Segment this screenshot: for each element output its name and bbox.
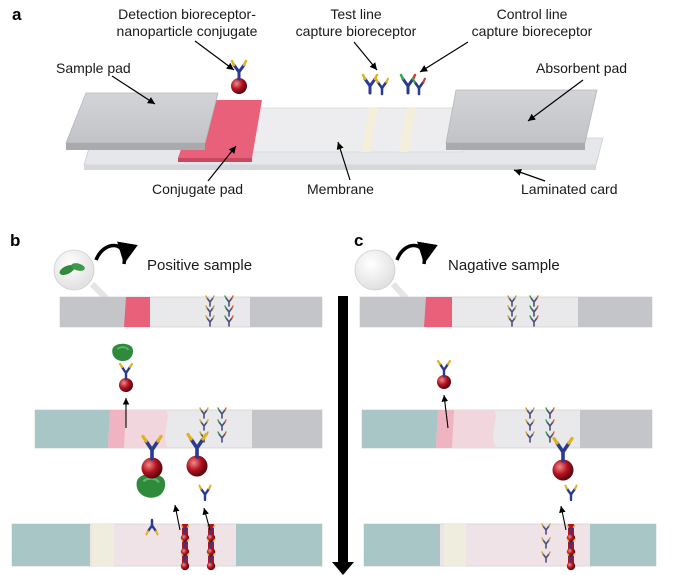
strip-b-step3 <box>11 432 323 571</box>
panel-a: a Detection bioreceptor- <box>12 5 627 197</box>
panel-letter-a: a <box>12 5 22 24</box>
negative-sample-caption: Nagative sample <box>448 257 560 274</box>
test-line-antibody-icon <box>361 73 390 96</box>
control-line-negative <box>566 524 576 571</box>
detection-label-line2: nanoparticle conjugate <box>117 23 258 39</box>
absorbent-pad-label: Absorbent pad <box>536 60 627 76</box>
strip-c-step3 <box>363 436 657 571</box>
control-line-label-line1: Control line <box>497 6 568 22</box>
laminated-card-label: Laminated card <box>521 181 618 197</box>
negative-sample-bubble <box>354 249 409 301</box>
panel-letter-b: b <box>10 231 20 250</box>
panel-letter-c: c <box>354 231 363 250</box>
positive-sample-caption: Positive sample <box>147 257 252 274</box>
strip-b-step1 <box>59 295 323 328</box>
control-line-antibody-icon <box>399 73 427 96</box>
panel-c: c Nagative sample <box>354 231 657 571</box>
test-line <box>361 108 378 152</box>
pipette-arrow-b <box>94 241 138 265</box>
strip-b-step2 <box>34 342 323 449</box>
absorbent-pad <box>445 89 598 144</box>
detection-conjugate-icon <box>230 59 248 94</box>
control-line <box>399 108 416 152</box>
flow-direction-arrow <box>332 296 354 575</box>
sample-pad <box>65 92 219 144</box>
test-line-positive <box>180 524 190 571</box>
membrane-label: Membrane <box>307 181 374 197</box>
strip-c-step1 <box>359 295 653 328</box>
control-line-positive <box>206 524 216 571</box>
pipette-arrow-c <box>395 241 438 265</box>
sample-pad-label: Sample pad <box>56 60 131 76</box>
panel-b: b Positive sample <box>10 231 323 571</box>
test-line-label-line2: capture bioreceptor <box>296 23 417 39</box>
leader-arrows-a <box>111 40 584 182</box>
strip-c-step2 <box>361 359 653 449</box>
control-line-label-line2: capture bioreceptor <box>472 23 593 39</box>
conjugate-pad-label: Conjugate pad <box>152 181 243 197</box>
detection-label-line1: Detection bioreceptor- <box>118 6 256 22</box>
test-line-label-line1: Test line <box>330 6 382 22</box>
positive-sample-bubble <box>53 249 109 301</box>
